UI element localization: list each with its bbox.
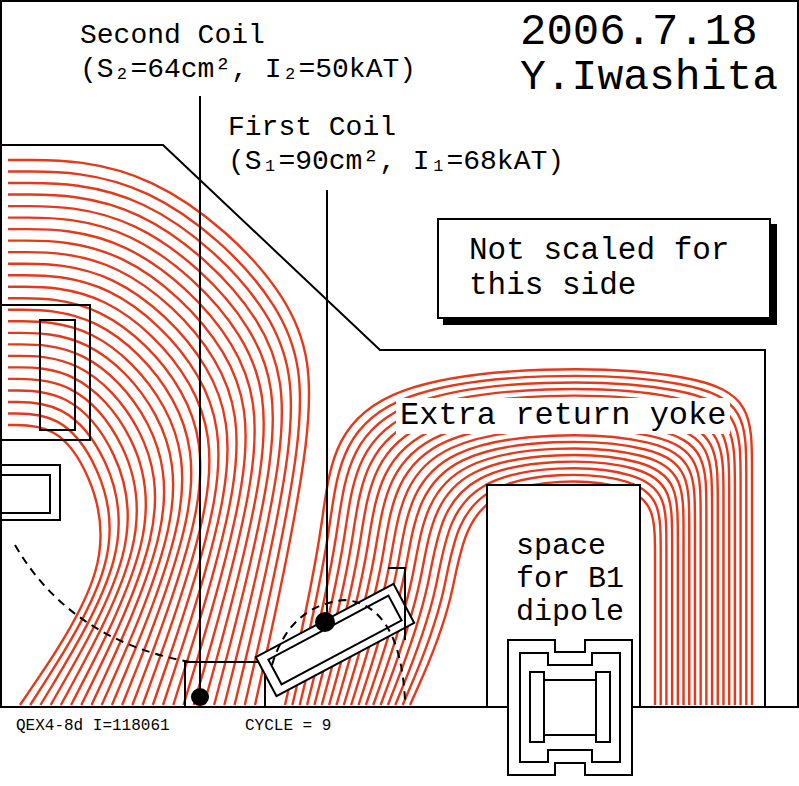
field-line [8, 310, 191, 705]
field-line [8, 344, 164, 705]
field-line [8, 287, 209, 705]
coil-name: Second Coil [80, 20, 265, 51]
field-line [8, 172, 300, 705]
coil-two [185, 662, 265, 707]
field-line [8, 264, 228, 705]
axis-line [0, 706, 799, 708]
pole-block [0, 475, 50, 513]
field-line [8, 402, 119, 705]
field-line [8, 425, 101, 705]
field-line [8, 229, 255, 705]
run-info: CYCLE = 9 [245, 718, 331, 736]
field-line [8, 367, 146, 705]
dashed-contour [272, 600, 405, 700]
coil-spec: (S₂=64cm², I₂=50kAT) [80, 54, 416, 85]
field-line [8, 218, 264, 705]
dashed-contour [15, 545, 190, 662]
coil-bracket [388, 568, 405, 640]
author-name: Y.Iwashita [520, 54, 778, 102]
region-label: Extra return yoke [396, 398, 730, 434]
field-line [8, 160, 309, 705]
field-line [8, 275, 218, 705]
note-text: Not scaled for this side [469, 234, 739, 303]
coil-one [256, 584, 414, 696]
field-line [8, 195, 282, 705]
leader-line [199, 96, 201, 697]
field-line [8, 252, 237, 705]
region-label: space for B1 dipole [516, 530, 638, 629]
dipole-symbol [508, 640, 632, 775]
field-line [8, 356, 155, 705]
plot-frame [1, 1, 798, 707]
coil-current-dot [191, 612, 335, 706]
field-line [8, 183, 291, 705]
note-box: Not scaled for this side [437, 218, 771, 319]
pole-block [40, 320, 75, 430]
field-line [8, 379, 137, 705]
yoke-outline [0, 1, 799, 707]
field-line [8, 298, 200, 705]
field-line [8, 390, 128, 705]
pole-block [0, 305, 90, 440]
date-stamp: 2006.7.18 [520, 8, 758, 57]
run-info: QEX4-8d I=118061 [16, 718, 170, 736]
pole-block [0, 465, 60, 520]
coil-spec: (S₁=90cm², I₁=68kAT) [228, 146, 564, 177]
coil-name: First Coil [228, 112, 396, 143]
field-line [8, 206, 273, 705]
leader-line [326, 190, 328, 622]
field-line [8, 241, 246, 705]
